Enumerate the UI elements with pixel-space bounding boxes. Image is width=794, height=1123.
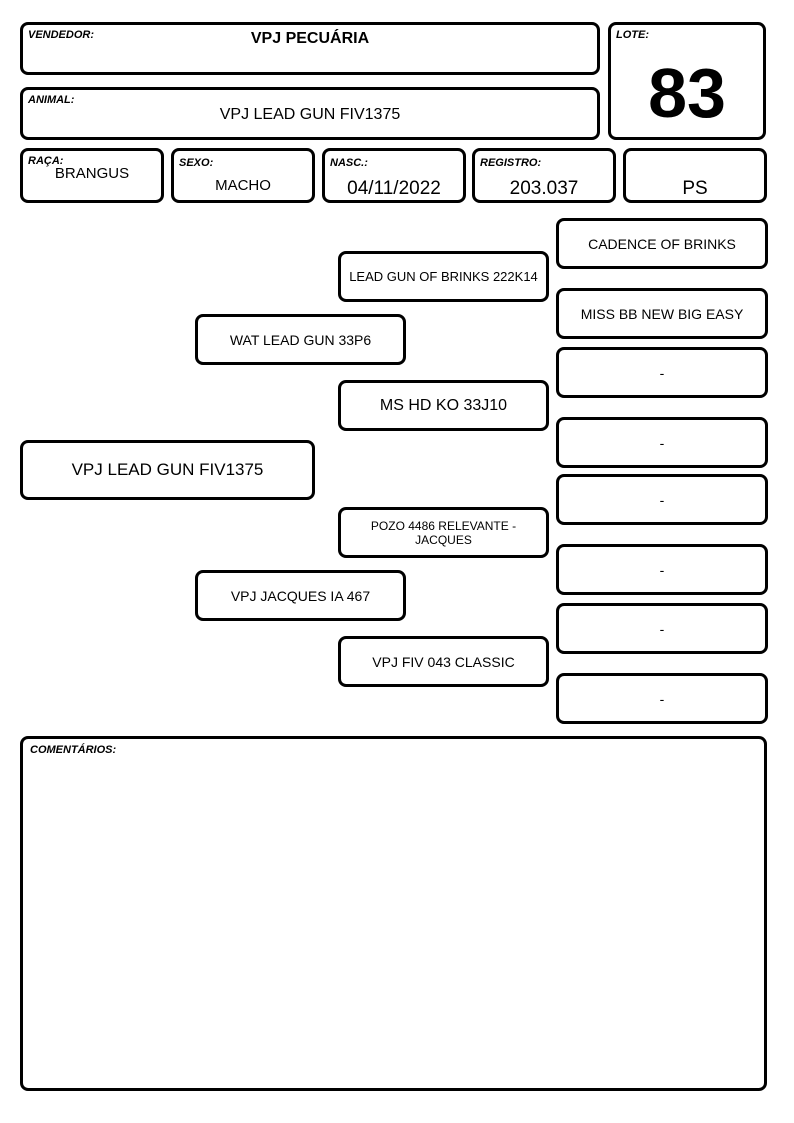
lot-number: 83 bbox=[648, 54, 726, 132]
pedigree-dam: VPJ JACQUES IA 467 bbox=[195, 570, 406, 621]
pedigree-animal: VPJ LEAD GUN FIV1375 bbox=[20, 440, 315, 500]
category-box: PS bbox=[623, 148, 767, 203]
breed-label: RAÇA: bbox=[28, 155, 64, 167]
breed-value: BRANGUS bbox=[54, 165, 130, 182]
category-value: PS bbox=[682, 178, 708, 199]
pedigree-ggp-3: - bbox=[556, 347, 768, 398]
seller-name: VPJ PECUÁRIA bbox=[250, 30, 370, 47]
pedigree-ggp-1: CADENCE OF BRINKS bbox=[556, 218, 768, 269]
pedigree-sire: WAT LEAD GUN 33P6 bbox=[195, 314, 406, 365]
birth-value: 04/11/2022 bbox=[347, 178, 441, 199]
animal-box: ANIMAL: VPJ LEAD GUN FIV1375 bbox=[20, 87, 600, 140]
breed-box: RAÇA: BRANGUS bbox=[20, 148, 164, 203]
comments-label: COMENTÁRIOS: bbox=[30, 744, 117, 756]
pedigree-ggp-6: - bbox=[556, 544, 768, 595]
pedigree-ggp-5: - bbox=[556, 474, 768, 525]
pedigree-dam-dam: VPJ FIV 043 CLASSIC bbox=[338, 636, 549, 687]
registry-value: 203.037 bbox=[509, 178, 579, 199]
seller-label: VENDEDOR: bbox=[28, 29, 95, 41]
registry-box: REGISTRO: 203.037 bbox=[472, 148, 616, 203]
sex-label: SEXO: bbox=[179, 157, 214, 169]
birth-box: NASC.: 04/11/2022 bbox=[322, 148, 466, 203]
pedigree-ggp-2: MISS BB NEW BIG EASY bbox=[556, 288, 768, 339]
lot-box: LOTE: 83 bbox=[608, 22, 766, 140]
pedigree-dam-sire: POZO 4486 RELEVANTE - JACQUES bbox=[338, 507, 549, 558]
pedigree-sire-sire: LEAD GUN OF BRINKS 222K14 bbox=[338, 251, 549, 302]
pedigree-sire-dam: MS HD KO 33J10 bbox=[338, 380, 549, 431]
pedigree-ggp-7: - bbox=[556, 603, 768, 654]
registry-label: REGISTRO: bbox=[480, 157, 542, 169]
animal-name: VPJ LEAD GUN FIV1375 bbox=[219, 106, 401, 123]
pedigree-ggp-8: - bbox=[556, 673, 768, 724]
sex-value: MACHO bbox=[215, 177, 271, 194]
pedigree-ggp-4: - bbox=[556, 417, 768, 468]
sex-box: SEXO: MACHO bbox=[171, 148, 315, 203]
lot-label: LOTE: bbox=[616, 29, 649, 41]
seller-box: VENDEDOR: VPJ PECUÁRIA bbox=[20, 22, 600, 75]
comments-box[interactable]: COMENTÁRIOS: bbox=[20, 736, 767, 1091]
animal-label: ANIMAL: bbox=[28, 94, 75, 106]
birth-label: NASC.: bbox=[330, 157, 368, 169]
